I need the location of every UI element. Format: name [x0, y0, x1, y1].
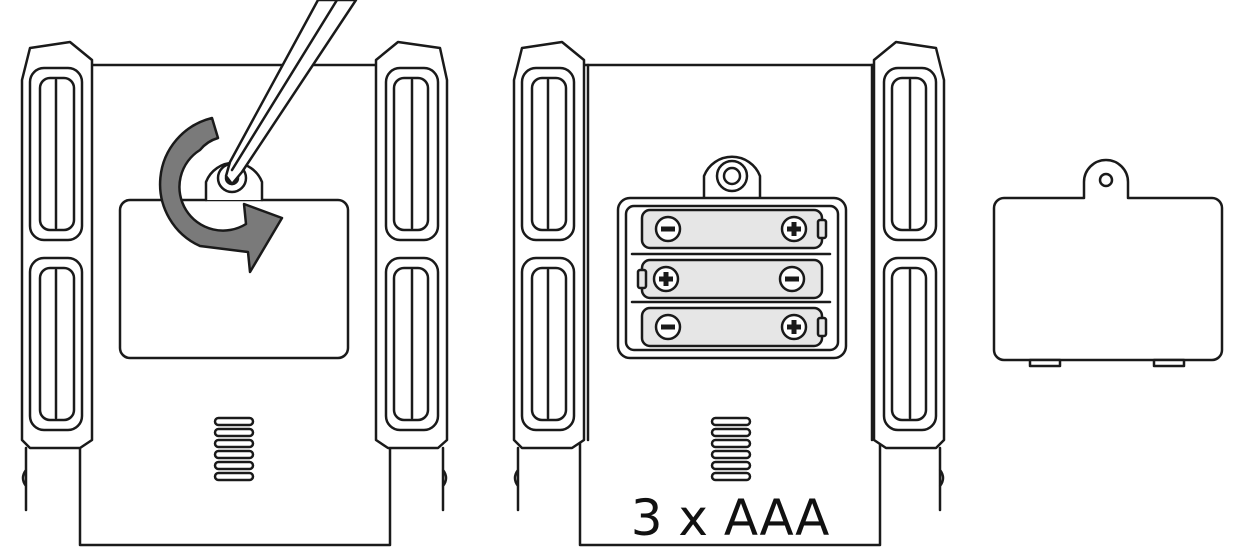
aaa-battery-1 — [640, 208, 828, 250]
battery-type-caption: 3 x AAA — [630, 489, 830, 547]
aaa-battery-2 — [636, 258, 824, 300]
battery-cover-removed — [992, 158, 1224, 368]
rotate-clockwise-arrow-icon — [158, 116, 284, 274]
device-back-step-1 — [20, 0, 449, 547]
device-back-step-2 — [512, 40, 946, 547]
aaa-battery-3 — [640, 306, 828, 348]
vent-slots — [710, 416, 752, 482]
vent-slots — [213, 416, 255, 482]
screwdriver-icon — [224, 0, 358, 186]
battery-compartment — [616, 196, 848, 360]
